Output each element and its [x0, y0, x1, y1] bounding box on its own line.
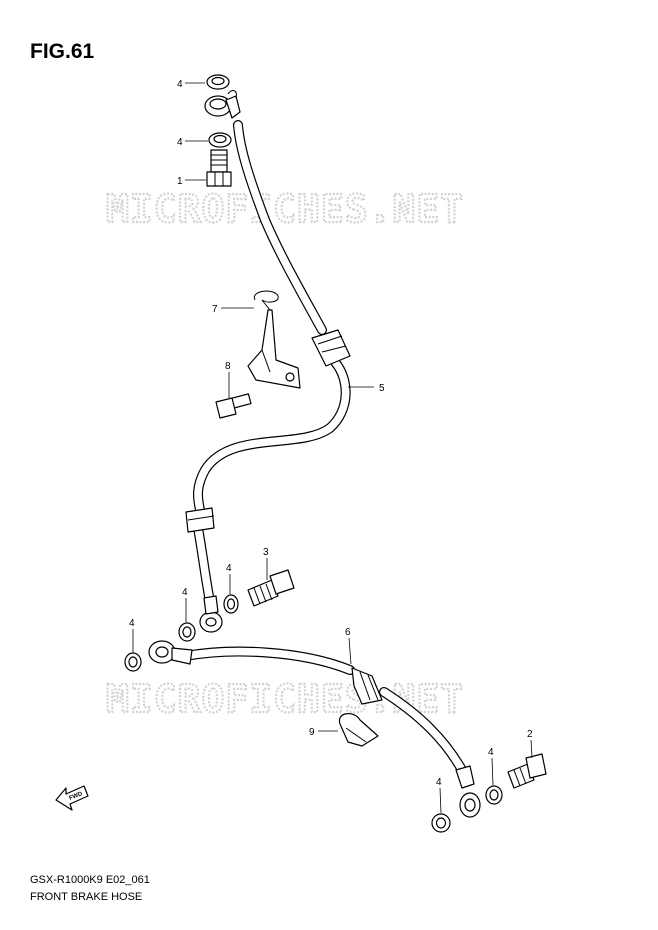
callout-4-top: 4 — [177, 79, 183, 90]
callout-4-right: 4 — [488, 747, 494, 758]
union-bolt-3[interactable] — [247, 569, 295, 607]
callout-4-left: 4 — [129, 618, 135, 629]
callout-4-mid-right: 4 — [226, 563, 232, 574]
callout-6: 6 — [345, 627, 351, 638]
callout-7: 7 — [212, 304, 218, 315]
fwd-arrow-icon: FWD — [55, 785, 89, 811]
washer-mid-1[interactable] — [223, 594, 239, 614]
lower-brake-hose[interactable] — [148, 640, 481, 818]
callout-5: 5 — [379, 383, 385, 394]
figure-name: FRONT BRAKE HOSE — [30, 891, 143, 903]
callout-1: 1 — [177, 176, 183, 187]
washer-mid-2[interactable] — [178, 622, 196, 642]
watermark-top: MICROFICHES.NET — [106, 187, 464, 231]
washer-left[interactable] — [124, 652, 142, 672]
washer-right-2[interactable] — [431, 813, 451, 833]
callout-4-mid-left: 4 — [182, 587, 188, 598]
callout-4-second: 4 — [177, 137, 183, 148]
callout-9: 9 — [309, 727, 315, 738]
callout-2: 2 — [527, 729, 533, 740]
callout-4-bottom: 4 — [436, 777, 442, 788]
watermark-bottom: MICROFICHES.NET — [106, 677, 464, 721]
figure-title: FIG.61 — [30, 40, 95, 63]
upper-brake-hose[interactable] — [185, 90, 351, 633]
clip-7[interactable] — [253, 290, 279, 311]
washer-top-1[interactable] — [206, 74, 230, 90]
callout-8: 8 — [225, 361, 231, 372]
union-bolt-1[interactable] — [206, 149, 232, 187]
union-bolt-2[interactable] — [507, 753, 547, 789]
fwd-label: FWD — [68, 791, 84, 802]
callout-3: 3 — [263, 547, 269, 558]
bracket[interactable] — [247, 309, 301, 389]
figure-model-code: GSX-R1000K9 E02_061 — [30, 874, 150, 886]
washer-top-2[interactable] — [208, 132, 232, 148]
clamp-9[interactable] — [338, 713, 379, 747]
bolt-8[interactable] — [215, 393, 252, 419]
washer-right-1[interactable] — [485, 785, 503, 805]
